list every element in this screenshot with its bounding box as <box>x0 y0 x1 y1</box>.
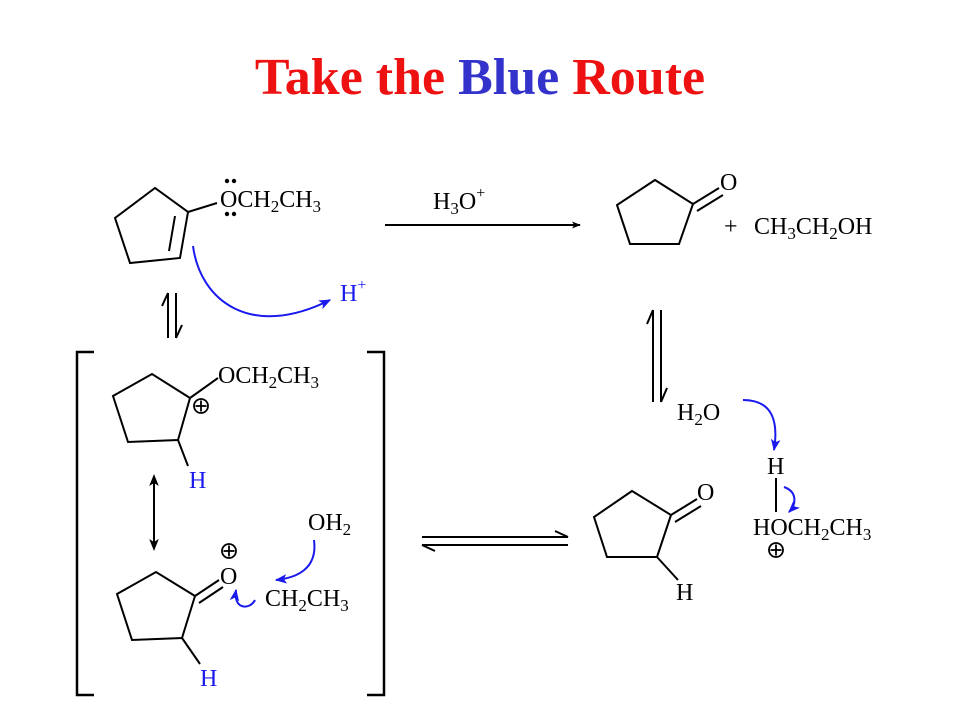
water-label-right: H2O <box>677 400 720 429</box>
cyclopentanone-ring <box>615 178 695 245</box>
positive-charge-ethanol <box>768 542 784 558</box>
ketone-oxygen-bottom: O <box>697 480 714 506</box>
title-route: Route <box>559 49 706 106</box>
double-bond-line <box>168 215 176 252</box>
hydrogen-on-ethanol: H <box>767 454 784 480</box>
proton-attack-arrow <box>192 245 332 318</box>
c-o-bond <box>187 202 218 213</box>
carbocation-molecule <box>111 372 219 467</box>
hydrogen-blue-top: H <box>189 468 206 494</box>
ketone-with-h-ring <box>592 489 673 558</box>
hydrogen-black: H <box>676 580 693 606</box>
water-label-left: OH2 <box>308 510 351 539</box>
oxonium-molecule <box>115 570 224 665</box>
right-bracket <box>367 350 386 697</box>
cyclopentanone-product <box>615 178 724 245</box>
reagent-label: H3O+ <box>433 185 485 218</box>
proton-label: H+ <box>340 277 366 307</box>
ethanol-label: CH3CH2OH <box>754 214 872 243</box>
title-take-the: Take the <box>254 49 459 106</box>
enol-ether-group-label: OCH2CH3 <box>220 187 321 216</box>
lone-pair-dots <box>224 178 237 217</box>
oxonium-ring <box>115 570 197 642</box>
left-equilibrium-arrows <box>161 292 183 339</box>
deprotonation-arrow <box>742 399 781 452</box>
right-equilibrium-arrows <box>646 309 668 403</box>
oh-bond-arrow <box>783 486 801 513</box>
cyclopentene-ring <box>113 186 190 265</box>
carbocation-ring <box>111 372 192 444</box>
plus-sign: + <box>724 214 738 240</box>
oxonium-oxygen: O <box>220 564 237 590</box>
bottom-equilibrium-arrows <box>421 530 569 552</box>
positive-charge-oxonium <box>221 543 237 559</box>
enol-ether-molecule <box>113 186 218 265</box>
protonated-ethanol-label: HOCH2CH3 <box>753 515 871 544</box>
left-bracket <box>75 350 94 697</box>
slide-title: Take the Blue Route <box>0 52 960 104</box>
water-attack-arrow <box>274 539 316 584</box>
bond-cleavage-arrow <box>229 588 256 608</box>
ketone-with-h-molecule <box>592 489 702 581</box>
ketone-oxygen-top: O <box>720 170 737 196</box>
oxonium-group-label: CH2CH3 <box>265 586 349 615</box>
hydrogen-blue-bottom: H <box>200 666 217 692</box>
positive-charge-top <box>193 398 209 414</box>
cation-group-label: OCH2CH3 <box>218 363 319 392</box>
intermediate-brackets <box>75 350 386 697</box>
title-blue: Blue <box>458 49 560 106</box>
